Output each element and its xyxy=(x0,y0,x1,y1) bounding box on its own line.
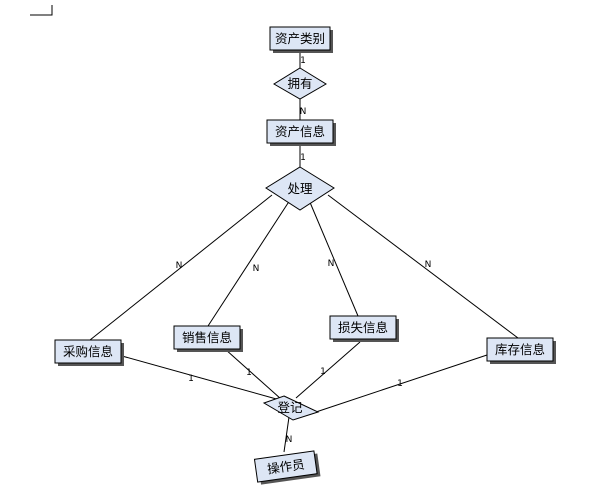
relationship-process-shape xyxy=(265,166,335,211)
entity-operator-box xyxy=(253,450,318,483)
entity-asset-category-label: 资产类别 xyxy=(275,31,325,46)
connectors xyxy=(89,51,519,453)
entity-asset-info: 资产信息 xyxy=(266,119,336,146)
cardinality-process-sales: N xyxy=(253,264,260,274)
connector-sales-register xyxy=(224,348,282,400)
entity-inventory-info-box xyxy=(486,337,554,362)
entity-purchase-info: 采购信息 xyxy=(54,339,124,366)
entity-sales-info-box xyxy=(173,325,241,350)
relationship-own-label: 拥有 xyxy=(287,76,312,91)
cardinality-process-purchase: N xyxy=(176,261,183,271)
connector-loss-register xyxy=(295,341,361,399)
connector-process-loss xyxy=(308,199,359,317)
entity-operator-label: 操作员 xyxy=(266,456,305,476)
relationship-own-shape xyxy=(273,67,327,100)
relationship-own: 拥有 xyxy=(273,67,327,100)
entity-asset-category: 资产类别 xyxy=(269,26,333,53)
cardinality-loss-register: 1 xyxy=(320,367,326,377)
entity-inventory-info-label: 库存信息 xyxy=(495,342,545,357)
cardinality-sales-register: 1 xyxy=(246,368,252,378)
cardinality-register-operator: N xyxy=(286,435,293,445)
entity-loss-info: 损失信息 xyxy=(329,315,399,342)
cardinality-process-inventory: N xyxy=(425,260,432,270)
cardinality-labels: 1 N 1 N N N N 1 1 1 1 N xyxy=(176,56,432,445)
entity-sales-info: 销售信息 xyxy=(173,325,243,352)
connector-process-purchase xyxy=(89,194,273,341)
entity-asset-info-label: 资产信息 xyxy=(275,124,325,139)
cardinality-own-assetinfo: N xyxy=(300,107,307,117)
connector-register-operator xyxy=(283,416,290,453)
connector-process-inventory xyxy=(327,194,519,339)
entity-purchase-info-label: 采购信息 xyxy=(63,344,113,359)
entity-asset-info-box xyxy=(266,119,334,144)
relationship-process-label: 处理 xyxy=(287,181,313,196)
cardinality-category-own: 1 xyxy=(300,56,306,66)
connector-inventory-register xyxy=(315,354,488,413)
entity-purchase-info-box xyxy=(54,339,122,364)
entity-loss-info-box xyxy=(329,315,397,340)
cardinality-inventory-register: 1 xyxy=(397,379,403,389)
page-corner-mark xyxy=(30,5,53,16)
cardinality-purchase-register: 1 xyxy=(188,374,194,384)
entity-sales-info-label: 销售信息 xyxy=(182,330,232,345)
cardinality-process-loss: N xyxy=(328,259,335,269)
relationship-process: 处理 xyxy=(265,166,335,211)
entity-loss-info-label: 损失信息 xyxy=(338,320,388,335)
entity-asset-category-box xyxy=(269,26,331,51)
entity-inventory-info: 库存信息 xyxy=(486,337,556,364)
entity-operator: 操作员 xyxy=(253,450,321,485)
relationship-register-shape xyxy=(262,395,320,421)
connector-purchase-register xyxy=(121,355,281,401)
cardinality-assetinfo-process: 1 xyxy=(300,153,306,163)
connector-process-sales xyxy=(207,199,291,327)
relationship-register-label: 登记 xyxy=(277,400,303,415)
relationship-register: 登记 xyxy=(262,395,320,421)
